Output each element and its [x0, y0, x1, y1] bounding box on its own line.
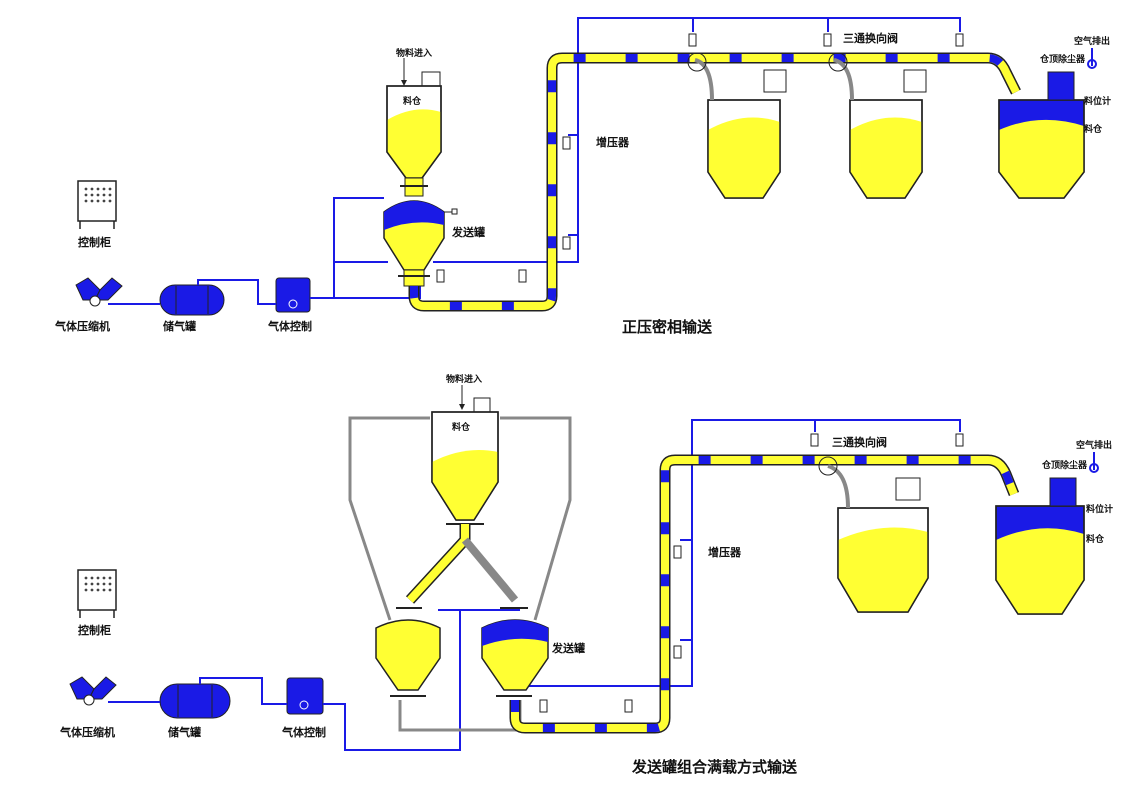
bottom-level-meter-label: 料位计: [1086, 503, 1113, 515]
top-diagram: 控制柜 气体压缩机 储气罐 气体控制: [54, 17, 1111, 336]
control-cabinet: [77, 569, 117, 618]
top-receiver-1: [687, 52, 787, 199]
bottom-dust-collector-label: 仓顶除尘器: [1041, 459, 1088, 471]
top-send-tank-label: 发送罐: [451, 225, 485, 239]
bottom-material-inlet-label: 物料进入: [446, 373, 482, 385]
bottom-silo-label: 料仓: [452, 421, 471, 433]
air-tank: [159, 284, 225, 316]
air-control-unit: [286, 677, 324, 715]
control-cabinet-label: 控制柜: [78, 623, 111, 637]
top-final-bin: [998, 48, 1097, 199]
top-conveying-pipe: [408, 52, 1021, 312]
bottom-silo: [431, 385, 499, 525]
bottom-booster-label: 增压器: [708, 545, 742, 559]
air-control-label: 气体控制: [281, 725, 326, 739]
control-cabinet-label: 控制柜: [78, 235, 111, 249]
compressor-icon: [69, 676, 117, 706]
y-split-pipe: [405, 524, 519, 604]
top-silo-label: 料仓: [403, 95, 422, 107]
bottom-send-tank-left: [375, 607, 441, 697]
bottom-bin-label: 料仓: [1086, 533, 1105, 545]
bottom-booster-valves: [539, 433, 964, 713]
top-dust-collector-label: 仓顶除尘器: [1039, 53, 1086, 65]
bottom-air-exhaust-label: 空气排出: [1076, 439, 1112, 451]
top-material-inlet-label: 物料进入: [396, 47, 432, 59]
compressor-icon: [75, 277, 123, 307]
top-receiver-2: [828, 52, 927, 199]
top-bin-label: 料仓: [1084, 123, 1103, 135]
top-silo: [386, 58, 442, 197]
bottom-conveying-pipe: [509, 454, 1020, 734]
compressor-label: 气体压缩机: [54, 319, 110, 333]
top-title: 正压密相输送: [622, 318, 713, 336]
control-cabinet: [77, 180, 117, 229]
bottom-receiver-1: [818, 456, 929, 613]
air-control-label: 气体控制: [267, 319, 312, 333]
bottom-final-bin: [995, 452, 1099, 615]
bottom-send-tank-right: [481, 607, 549, 697]
air-control-unit: [275, 277, 311, 313]
bottom-diagram: 控制柜 气体压缩机 储气罐 气体控制: [59, 373, 1113, 776]
top-level-meter-label: 料位计: [1084, 95, 1111, 107]
air-tank-label: 储气罐: [168, 725, 201, 739]
air-lines: [108, 419, 961, 751]
bottom-three-way-valve-label: 三通换向阀: [832, 435, 887, 449]
air-tank-label: 储气罐: [163, 319, 196, 333]
compressor-label: 气体压缩机: [59, 725, 115, 739]
top-booster-valves: [436, 33, 964, 283]
bottom-title: 发送罐组合满载方式输送: [631, 758, 798, 776]
bottom-send-tank-label: 发送罐: [551, 641, 585, 655]
top-three-way-valve-label: 三通换向阀: [843, 31, 898, 45]
top-booster-label: 增压器: [596, 135, 630, 149]
top-air-exhaust-label: 空气排出: [1074, 35, 1110, 47]
air-tank: [159, 683, 231, 719]
air-lines: [108, 17, 961, 305]
top-send-tank: [383, 200, 458, 287]
